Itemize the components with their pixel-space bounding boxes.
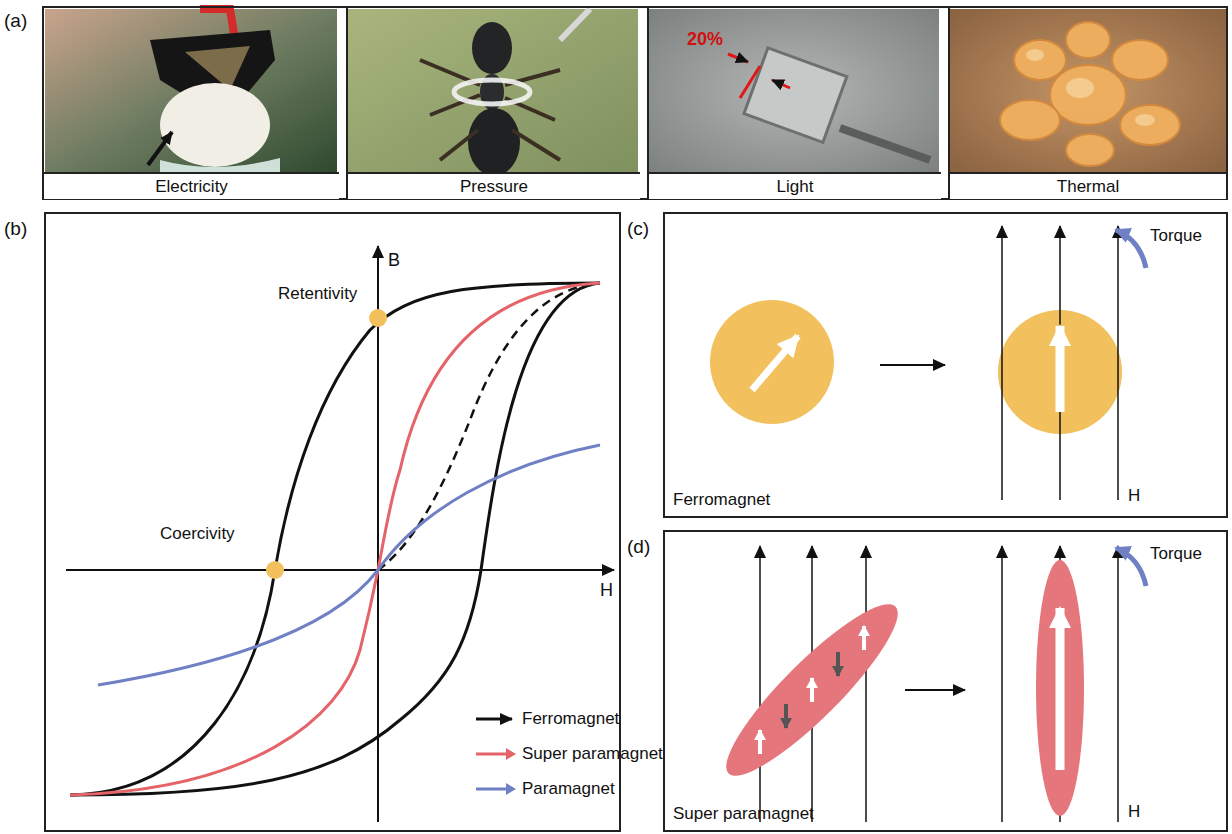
panel-letter: (c) <box>627 218 649 240</box>
panel-box: (a)ElectricityPressure20%LightThermal <box>42 6 1228 200</box>
node-text: Super paramagnet <box>673 804 814 824</box>
caption-band: Pressure <box>348 172 640 199</box>
photo-cell: Thermal <box>948 7 1226 199</box>
panel-box: (b) <box>44 212 621 832</box>
torque-label: Torque <box>1150 544 1202 564</box>
panel-letter: (b) <box>4 218 27 240</box>
caption-band: Thermal <box>950 172 1226 199</box>
photo-caption: Pressure <box>348 177 640 197</box>
photo-cell: Pressure <box>346 7 640 199</box>
point-label: Coercivity <box>160 524 235 544</box>
field-label: H <box>1128 802 1140 822</box>
node-text: 20% <box>687 29 723 50</box>
photo-caption: Electricity <box>44 177 339 197</box>
panel-letter: (d) <box>627 536 650 558</box>
caption-band: Electricity <box>44 172 339 199</box>
axis-label: B <box>388 250 400 271</box>
point-label: Retentivity <box>278 284 357 304</box>
photo-cell: 20% Light <box>647 7 941 199</box>
legend-text: Super paramagnet <box>522 744 663 764</box>
legend-text: Ferromagnet <box>522 709 619 729</box>
torque-label: Torque <box>1150 226 1202 246</box>
panel-box: (c)Ferromagnet <box>663 212 1228 518</box>
panel-letter: (a) <box>4 10 27 32</box>
photo-caption: Thermal <box>950 177 1226 197</box>
panel-box: (d)Super paramagnet <box>663 530 1228 832</box>
legend-text: Paramagnet <box>522 779 615 799</box>
axis-label: H <box>600 580 613 601</box>
photo-cell: Electricity <box>44 7 339 199</box>
node-text: Ferromagnet <box>673 490 770 510</box>
photo-caption: Light <box>649 177 941 197</box>
caption-band: Light <box>649 172 941 199</box>
field-label: H <box>1128 486 1140 506</box>
